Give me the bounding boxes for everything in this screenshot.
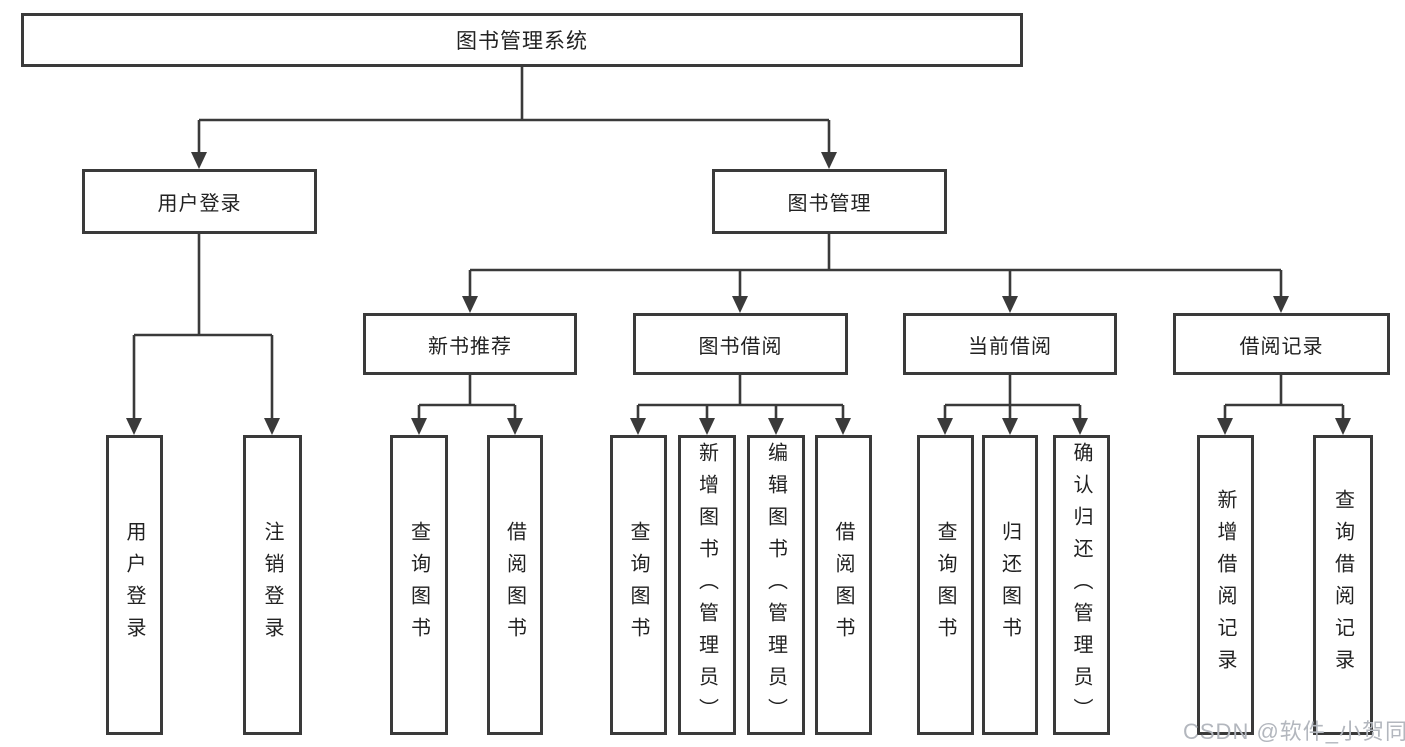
leaf-user-login: 用户登录 bbox=[106, 435, 163, 735]
node-book-borrowing: 图书借阅 bbox=[633, 313, 848, 375]
watermark: CSDN @软件_小贺同学 bbox=[1183, 719, 1405, 744]
leaf-return-book: 归还图书 bbox=[982, 435, 1038, 735]
leaf-logout: 注销登录 bbox=[243, 435, 302, 735]
leaf-query-books-recommend: 查询图书 bbox=[390, 435, 448, 735]
leaf-query-books-current: 查询图书 bbox=[917, 435, 974, 735]
leaf-borrow-books-recommend: 借阅图书 bbox=[487, 435, 543, 735]
node-new-book-recommend: 新书推荐 bbox=[363, 313, 577, 375]
leaf-query-books-borrow: 查询图书 bbox=[610, 435, 667, 735]
node-borrowing-records: 借阅记录 bbox=[1173, 313, 1390, 375]
node-book-management: 图书管理 bbox=[712, 169, 947, 234]
node-user-login: 用户登录 bbox=[82, 169, 317, 234]
leaf-borrow-books: 借阅图书 bbox=[815, 435, 872, 735]
node-current-borrowing: 当前借阅 bbox=[903, 313, 1117, 375]
leaf-edit-book-admin: 编辑图书（管理员） bbox=[747, 435, 805, 735]
leaf-confirm-return-admin: 确认归还（管理员） bbox=[1053, 435, 1110, 735]
leaf-query-borrow-record: 查询借阅记录 bbox=[1313, 435, 1373, 735]
leaf-add-book-admin: 新增图书（管理员） bbox=[678, 435, 736, 735]
leaf-add-borrow-record: 新增借阅记录 bbox=[1197, 435, 1254, 735]
node-library-management-system: 图书管理系统 bbox=[21, 13, 1023, 67]
